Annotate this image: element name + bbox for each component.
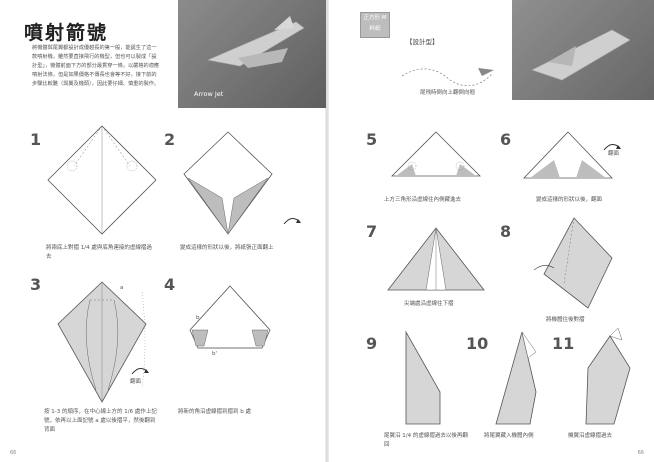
mark-b-label: b (196, 315, 200, 321)
step-9-diagram (405, 330, 441, 425)
step-caption: 按 1-3 的順序，在中心線上方的 1/6 處作上記號，依再以上面記號 a 處以… (44, 409, 157, 433)
step-number: 9 (366, 334, 378, 353)
step-caption: 變成這樣的形狀以後，翻面 (536, 197, 603, 203)
step-3-diagram (57, 281, 147, 403)
step-caption: 上方三角形沿虛線往內側藏進去 (384, 197, 462, 203)
step-caption: 將機體往後對摺 (546, 317, 585, 323)
step-6-diagram (523, 131, 613, 179)
step-number: 5 (366, 130, 378, 149)
step-5-diagram (391, 131, 481, 177)
step-number: 7 (366, 222, 378, 241)
intro-text: 將機體與尾翼都設計成優越長的第一般，能誕生了這一款噴射機，雖然要直接飛行的機型，… (32, 45, 160, 87)
flip-label: 翻面 (130, 379, 142, 385)
flight-path-diagram (401, 68, 494, 87)
flip-icon (603, 144, 621, 151)
step-caption: 尾翼沿 1/4 的虛線摺過去以後再翻回 (384, 433, 468, 448)
step-caption: 尖端處沿虛線往下摺 (404, 301, 454, 307)
step-number: 2 (164, 130, 176, 149)
page-title: 噴射箭號 (24, 22, 109, 44)
step-8-diagram (533, 217, 613, 309)
page-gutter (325, 0, 329, 462)
step-10-diagram (495, 331, 537, 425)
step-caption: 機翼沿虛線摺過去 (568, 433, 613, 439)
step-number: 6 (500, 130, 512, 149)
step-caption: 將新的角沿虛線摺到摺到 b 處 (178, 409, 251, 415)
mark-b-prime-label: b' (212, 351, 218, 357)
flip-icon (131, 368, 149, 375)
page-number-left: 66 (10, 450, 17, 456)
paper-plane-illustration (206, 16, 305, 68)
step-1-diagram (47, 125, 157, 235)
arrow-jet-photo: Arrow Jet (178, 0, 326, 108)
step-caption: 將兩底上對摺 1/4 處與底角連接的虛線摺過去 (46, 245, 152, 260)
step-number: 1 (30, 130, 42, 149)
step-4-diagram (189, 285, 271, 349)
step-caption: 變成這樣的形狀以後，將紙張正面翻上 (180, 245, 274, 251)
step-caption: 將尾翼藏入機體內側 (484, 433, 534, 439)
paper-plane-illustration (531, 29, 631, 81)
step-2-diagram (183, 131, 273, 235)
design-photo (512, 0, 654, 100)
page-number-right: 66 (637, 450, 644, 456)
design-label: 【設計型】 (406, 38, 439, 46)
step-number: 4 (164, 275, 176, 294)
step-number: 11 (552, 334, 575, 353)
photo-caption: Arrow Jet (194, 90, 224, 98)
step-number: 10 (466, 334, 489, 353)
measure-bracket (141, 291, 146, 389)
step-7-diagram (387, 227, 485, 291)
step-11-diagram (585, 328, 631, 425)
step-number: 8 (500, 222, 512, 241)
flip-icon (283, 218, 301, 225)
mark-a-label: a (120, 285, 124, 291)
step-number: 3 (30, 275, 42, 294)
flight-note: 尾飛時倒向上翻倒向翹 (420, 90, 476, 96)
flip-label: 翻面 (608, 151, 620, 157)
paper-badge: 正方形 M料紙 (360, 12, 390, 38)
